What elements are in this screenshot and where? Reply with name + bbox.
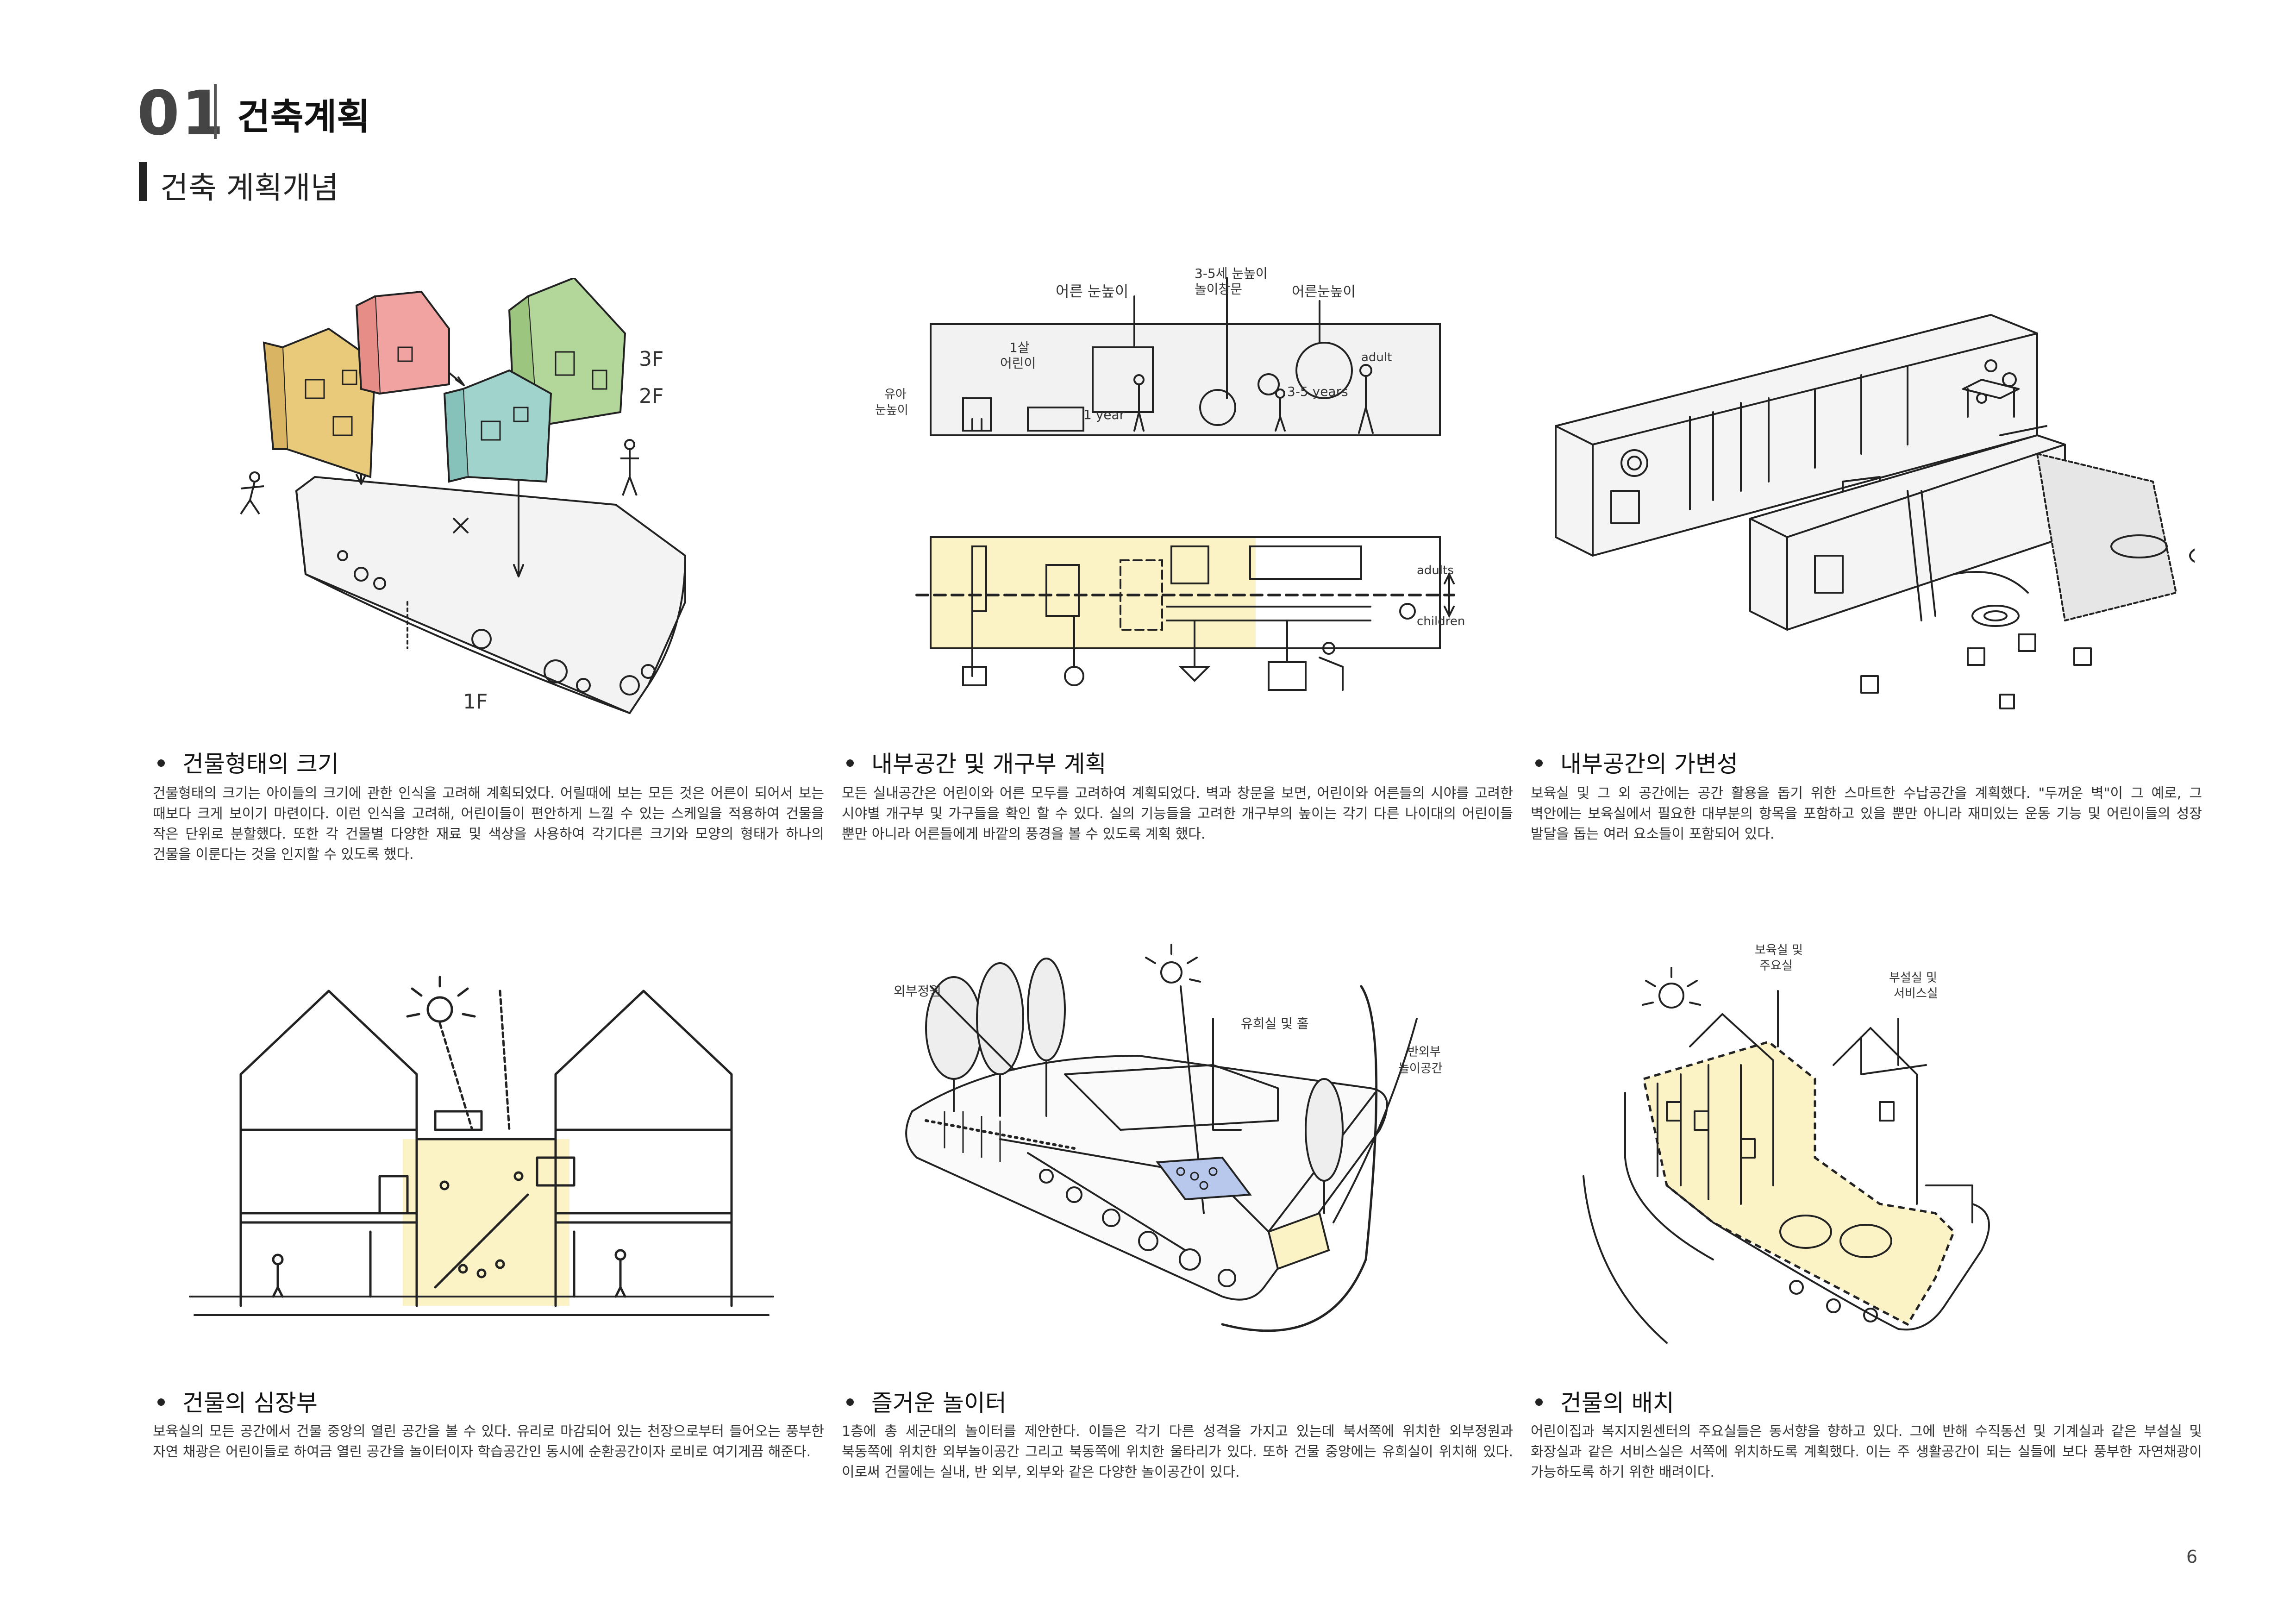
section-title-interior-openings: 내부공간 및 개구부 계획: [846, 746, 1107, 779]
subtitle-marker: [139, 162, 147, 201]
floor-label-3f: 3F: [639, 347, 663, 371]
label-semi-outdoor-line1: 반외부: [1408, 1045, 1441, 1059]
section-title-flexible-space: 내부공간의 가변성: [1535, 746, 1738, 779]
sketch-building-heart: [176, 954, 787, 1324]
section-title-playgrounds: 즐거운 놀이터: [846, 1385, 1007, 1418]
label-35-eye-level: 3-5세 눈높이: [1195, 266, 1268, 281]
label-adult-eye-level: 어른 눈높이: [1056, 282, 1128, 300]
label-semi-outdoor-line2: 놀이공간: [1398, 1062, 1443, 1076]
label-service-line1: 부설실 및: [1889, 971, 1937, 985]
label-infant-line1: 유아: [884, 388, 907, 401]
section-title-building-heart: 건물의 심장부: [157, 1385, 318, 1418]
page-number: 6: [2186, 1547, 2197, 1567]
label-children: children: [1417, 614, 1465, 628]
section-title-building-layout: 건물의 배치: [1535, 1385, 1674, 1418]
sketch-eye-level-openings: 어른 눈높이 3-5세 눈높이 놀이창문 어른눈높이 1살 어린이 유아 눈높이…: [861, 259, 1509, 704]
label-service-line2: 서비스실: [1894, 987, 1938, 1001]
label-adult: adult: [1361, 351, 1392, 364]
section-body-flexible-space: 보육실 및 그 외 공간에는 공간 활용을 돕기 위한 스마트한 수납공간을 계…: [1531, 783, 2202, 845]
label-one-year-line1: 1살: [1009, 340, 1030, 355]
label-play-window: 놀이창문: [1195, 282, 1242, 297]
label-nursery-line2: 주요실: [1759, 959, 1793, 973]
label-playroom-hall: 유희실 및 홀: [1241, 1016, 1309, 1031]
sketch-building-layout: 보육실 및 주요실 부설실 및 서비스실: [1574, 926, 2176, 1352]
floor-label-1f: 1F: [463, 690, 488, 714]
label-infant-line2: 눈높이: [875, 403, 908, 417]
section-body-building-layout: 어린이집과 복지지원센터의 주요실들은 동서향을 향하고 있다. 그에 반해 수…: [1531, 1422, 2202, 1483]
section-title-building-scale: 건물형태의 크기: [157, 746, 339, 779]
section-body-building-heart: 보육실의 모든 공간에서 건물 중앙의 열린 공간을 볼 수 있다. 유리로 마…: [153, 1422, 824, 1462]
label-nursery-line1: 보육실 및: [1755, 943, 1803, 957]
section-body-playgrounds: 1층에 총 세군대의 놀이터를 제안한다. 이들은 각기 다른 성격을 가지고 …: [842, 1422, 1513, 1483]
label-outdoor-garden: 외부정원: [894, 984, 941, 999]
sketch-flexible-space: [1537, 296, 2195, 713]
section-body-building-scale: 건물형태의 크기는 아이들의 크기에 관한 인식을 고려해 계획되었다. 어릴때…: [153, 783, 824, 865]
label-3-5-years: 3-5 years: [1287, 384, 1348, 399]
page-title: 건축계획: [237, 88, 370, 140]
sketch-playgrounds: 외부정원 유희실 및 홀 반외부 놀이공간: [861, 935, 1509, 1352]
label-adult-eye-level-2: 어른눈높이: [1292, 284, 1356, 300]
label-one-year-line2: 어린이: [1000, 356, 1036, 371]
chapter-number: 01: [137, 78, 226, 149]
floor-label-2f: 2F: [639, 384, 663, 408]
header-divider: [214, 84, 217, 139]
label-adults: adults: [1417, 564, 1454, 577]
section-body-interior-openings: 모든 실내공간은 어린이와 어른 모두를 고려하여 계획되었다. 벽과 창문을 …: [842, 783, 1513, 845]
section-subtitle: 건축 계획개념: [160, 163, 338, 207]
label-1-year: 1 year: [1083, 407, 1125, 422]
sketch-building-scale: 3F 2F 1F: [222, 278, 713, 722]
